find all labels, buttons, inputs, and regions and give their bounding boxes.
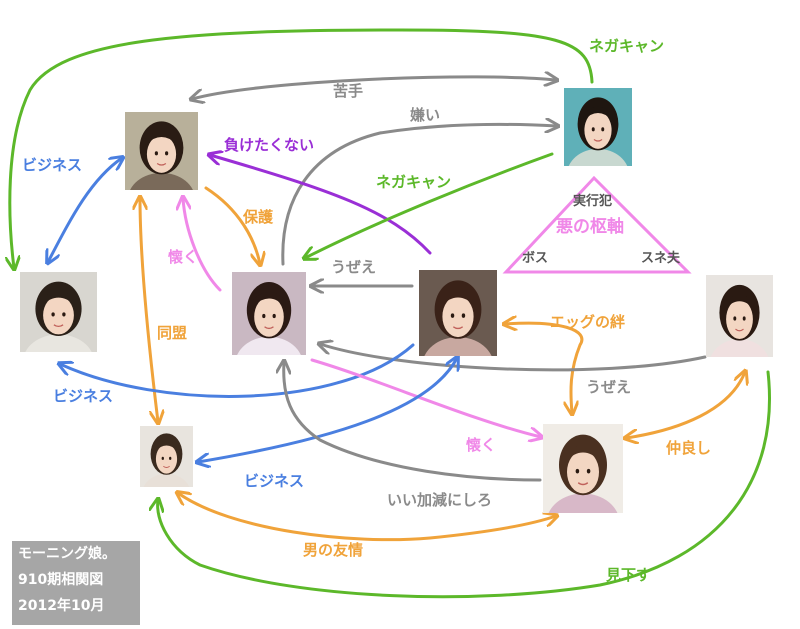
arrow-egg-bond (505, 323, 584, 413)
arrow-natsuku-left (183, 198, 222, 292)
label-natsuku-left: 懐く (168, 248, 199, 266)
portrait-image (543, 424, 623, 513)
portrait-image (20, 272, 97, 352)
member-photo-far-left (20, 272, 97, 352)
member-photo-top-right (564, 88, 632, 166)
label-business-center: ビジネス (244, 472, 305, 490)
label-maketakunai: 負けたくない (224, 136, 315, 154)
arrow-negative-campaign-top (10, 28, 594, 268)
label-nakayoshi: 仲良し (666, 439, 712, 457)
axis-of-evil-triangle (502, 175, 692, 274)
portrait-image (564, 88, 632, 166)
label-uzae-top: うぜえ (331, 258, 377, 276)
member-photo-bottom-left (140, 426, 193, 487)
arrow-hogo (204, 186, 260, 264)
arrow-natsuku-right (310, 358, 541, 437)
member-photo-top-left (125, 112, 198, 190)
arrow-uzae-right (320, 344, 707, 372)
triangle-label-right: スネ夫 (641, 251, 681, 266)
label-uzae-right: うぜえ (586, 378, 632, 396)
triangle-label-left: ボス (522, 251, 549, 266)
caption-date: 2012年10月 (18, 598, 105, 614)
label-doumei: 同盟 (157, 324, 188, 342)
arrow-nakayoshi (626, 372, 745, 438)
member-photo-center (419, 270, 497, 356)
caption-box: モーニング娘。 910期相関図 2012年10月 (12, 541, 140, 625)
label-business-left: ビジネス (22, 156, 83, 174)
label-kirai: 嫌い (410, 106, 441, 124)
arrow-maketakunai (210, 155, 432, 255)
arrow-mikudasu (158, 370, 771, 599)
member-photo-bottom-right (543, 424, 623, 513)
label-egg-bond: エッグの絆 (550, 313, 626, 331)
portrait-image (125, 112, 198, 190)
portrait-image (232, 272, 306, 355)
portrait-image (419, 270, 497, 356)
arrow-business-left (48, 158, 122, 262)
triangle-label-center: 悪の枢軸 (556, 217, 624, 237)
portrait-image (140, 426, 193, 487)
arrow-iikagen (284, 362, 542, 482)
member-photo-far-right (706, 275, 773, 357)
label-negative-campaign-top: ネガキャン (589, 37, 665, 55)
label-negative-campaign-mid: ネガキャン (376, 173, 452, 191)
portrait-image (706, 275, 773, 357)
member-photo-center-left (232, 272, 306, 355)
arrow-negative-campaign-mid (305, 152, 554, 258)
label-business-bottom-left: ビジネス (53, 387, 114, 405)
arrow-business-center (198, 358, 457, 462)
arrow-nigate (192, 77, 556, 99)
label-otoko-no-yuujou: 男の友情 (303, 541, 364, 559)
label-hogo: 保護 (243, 208, 274, 226)
arrow-otoko-no-yuujou (178, 493, 556, 542)
label-nigate: 苦手 (333, 82, 364, 100)
triangle-label-top: 実行犯 (573, 194, 613, 209)
label-mikudasu: 見下す (606, 566, 652, 584)
caption-title: モーニング娘。 (18, 546, 116, 562)
label-iikagen: いい加減にしろ (387, 491, 493, 509)
arrow-kirai (281, 124, 557, 266)
caption-subtitle: 910期相関図 (18, 572, 104, 588)
label-natsuku-right: 懐く (466, 436, 497, 454)
